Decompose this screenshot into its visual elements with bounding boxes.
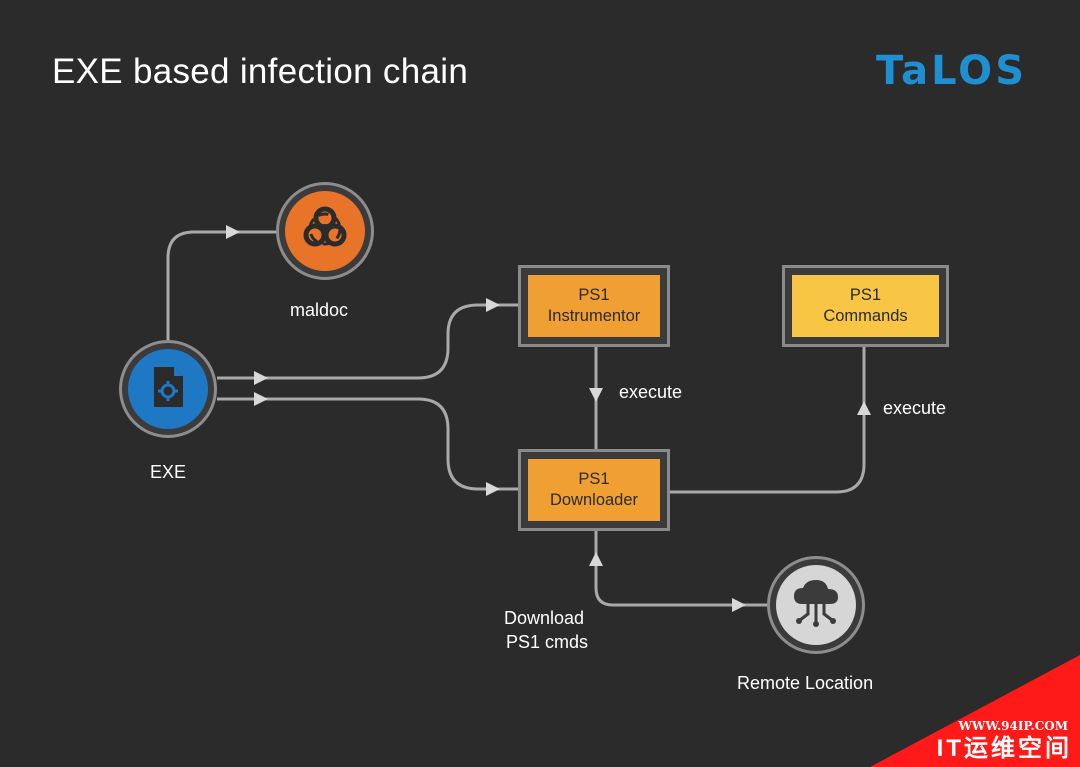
maldoc-label: maldoc	[290, 300, 349, 320]
download-label-line2: PS1 cmds	[506, 632, 589, 652]
arrowhead-execute-down	[589, 388, 603, 402]
biohazard-icon	[297, 201, 353, 262]
talos-logo: TaLOS	[876, 48, 1027, 94]
downloader-line2: Downloader	[549, 491, 639, 509]
edge-downloader-commands	[670, 345, 866, 494]
instrumentor-line2: Instrumentor	[547, 307, 641, 325]
instrumentor-line1: PS1	[578, 286, 610, 304]
watermark: WWW.94IP.COM IT运维空间	[830, 637, 1080, 767]
arrowhead-instrumentor-2	[486, 298, 500, 312]
edge-exe-downloader	[217, 397, 518, 491]
page-title: EXE based infection chain	[52, 52, 469, 91]
exe-label: EXE	[150, 462, 187, 482]
remote-location-label: Remote Location	[737, 673, 874, 693]
execute-label-1: execute	[619, 382, 683, 402]
cloud-network-icon	[788, 578, 844, 633]
exe-node	[119, 340, 217, 438]
arrowhead-remote	[732, 598, 746, 612]
download-label: Download PS1 cmds	[504, 606, 588, 654]
arrowhead-execute-up	[857, 401, 871, 415]
maldoc-node	[276, 182, 374, 280]
execute-label-2: execute	[883, 398, 947, 418]
commands-line2: Commands	[823, 307, 908, 325]
watermark-text: IT运维空间	[936, 735, 1072, 762]
edge-exe-instrumentor	[217, 303, 518, 380]
download-label-line1: Download	[504, 608, 585, 628]
edge-exe-maldoc	[166, 230, 278, 340]
edge-downloader-remote	[594, 530, 768, 607]
watermark-triangle	[870, 655, 1080, 767]
remote-location-node	[767, 556, 865, 654]
ps1-downloader-box: PS1 Downloader	[518, 449, 670, 531]
downloader-line1: PS1	[578, 470, 610, 488]
watermark-url: WWW.94IP.COM	[958, 719, 1068, 733]
arrowhead-maldoc	[226, 225, 240, 239]
commands-line1: PS1	[849, 286, 882, 304]
arrowhead-downloader-1	[254, 392, 268, 406]
ps1-commands-box: PS1 Commands	[782, 265, 949, 347]
ps1-instrumentor-box: PS1 Instrumentor	[518, 265, 670, 347]
arrowhead-downloader-2	[486, 482, 500, 496]
arrowhead-download-up	[589, 552, 603, 566]
arrowhead-instrumentor-1	[254, 371, 268, 385]
file-gear-icon	[148, 364, 188, 415]
